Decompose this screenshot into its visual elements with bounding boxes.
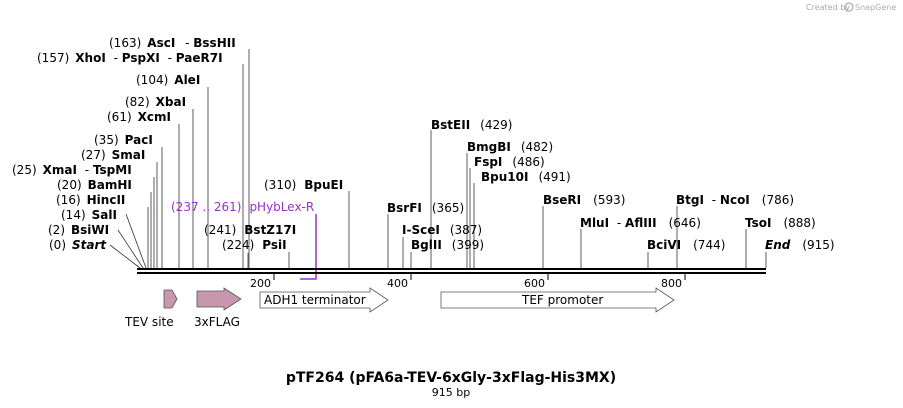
site-bsteii: BstEII(429) (431, 118, 512, 132)
site-hincii: (16)HincII (56, 193, 125, 207)
site-mlui: MluI - AflIII(646) (580, 216, 701, 230)
site-labels-right: BseRI(593) MluI - AflIII(646) BtgI - Nco… (543, 193, 835, 252)
site-start: (0)Start (49, 238, 107, 252)
site-bseri: BseRI(593) (543, 193, 625, 207)
site-alei: (104)AleI (136, 73, 200, 87)
site-bsrfi: BsrFI(365) (387, 201, 464, 215)
feature-arrow-tef-promoter (440, 287, 675, 313)
credit-prefix: Created by (806, 3, 850, 12)
site-psii: (224)PsiI (222, 238, 287, 252)
site-bglii: BglII(399) (411, 238, 484, 252)
site-paci: (35)PacI (94, 133, 153, 147)
svg-text:Created by: Created by (806, 3, 850, 12)
credit-brand: SnapGene (855, 3, 896, 12)
primer-range: (237 .. 261) (171, 200, 241, 214)
snapgene-logo-icon (844, 2, 854, 12)
ruler-tick-200: 200 (250, 277, 271, 290)
map-title: pTF264 (pFA6a-TEV-6xGly-3xFlag-His3MX) (286, 370, 616, 386)
feature-arrow-3xflag (196, 287, 242, 311)
ruler-tick-400: 400 (387, 277, 408, 290)
site-bamhi: (20)BamHI (57, 178, 132, 192)
site-xcmi: (61)XcmI (107, 110, 171, 124)
snapgene-credit: Created by SnapGene (806, 2, 896, 12)
feature-arrow-adh1-terminator (259, 287, 389, 313)
sequence-backbone (137, 268, 766, 274)
svg-text:SnapGene: SnapGene (855, 3, 896, 12)
feature-arrow-tev-site (163, 289, 178, 309)
site-xbai: (82)XbaI (125, 95, 186, 109)
features: TEV site 3xFLAG ADH1 terminator TEF prom… (124, 287, 675, 329)
svg-text:(237 .. 261)pHybLex-R: (237 .. 261) pHybLex-R (171, 200, 314, 214)
site-tsoi: TsoI(888) (745, 216, 816, 230)
site-bmgbi: BmgBI(482) (467, 140, 553, 154)
ruler: 200 400 600 800 (250, 273, 686, 290)
site-labels-left: (163)AscI - BssHII (157)XhoI - PspXI - P… (12, 36, 236, 252)
map-length: 915 bp (432, 386, 470, 399)
site-bstz17i: (241)BstZ17I (204, 223, 296, 237)
site-i-scei: I-SceI(387) (402, 223, 482, 237)
site-xhoi: (157)XhoI - PspXI - PaeR7I (37, 51, 223, 65)
feature-label-adh1-terminator: ADH1 terminator (264, 293, 366, 307)
site-smai: (27)SmaI (81, 148, 145, 162)
site-end: End(915) (765, 238, 835, 252)
site-leader-lines (109, 49, 767, 269)
site-asci: (163)AscI - BssHII (109, 36, 236, 50)
site-labels-middle: (241)BstZ17I (224)PsiI (310)BpuEI (204, 178, 343, 252)
site-btgi: BtgI - NcoI(786) (676, 193, 794, 207)
site-fspi: FspI(486) (474, 155, 545, 169)
primer-arrow (300, 214, 317, 280)
site-bsiwi: (2)BsiWI (48, 223, 109, 237)
site-bpuei: (310)BpuEI (264, 178, 343, 192)
primer-name: pHybLex-R (249, 200, 314, 214)
feature-label-tef-promoter: TEF promoter (521, 293, 603, 307)
feature-label-tev-site: TEV site (124, 315, 174, 329)
primer-phyblex-r: (237 .. 261) pHybLex-R (171, 200, 317, 280)
feature-label-3xflag: 3xFLAG (194, 315, 240, 329)
site-sali: (14)SalI (61, 208, 117, 222)
site-labels-right-middle: BstEII(429) BmgBI(482) FspI(486) Bpu10I(… (387, 118, 571, 252)
site-bpu10i: Bpu10I(491) (481, 170, 571, 184)
site-bcivi: BciVI(744) (647, 238, 725, 252)
ruler-tick-600: 600 (524, 277, 545, 290)
site-xmai: (25)XmaI - TspMI (12, 163, 132, 177)
ruler-tick-800: 800 (661, 277, 682, 290)
